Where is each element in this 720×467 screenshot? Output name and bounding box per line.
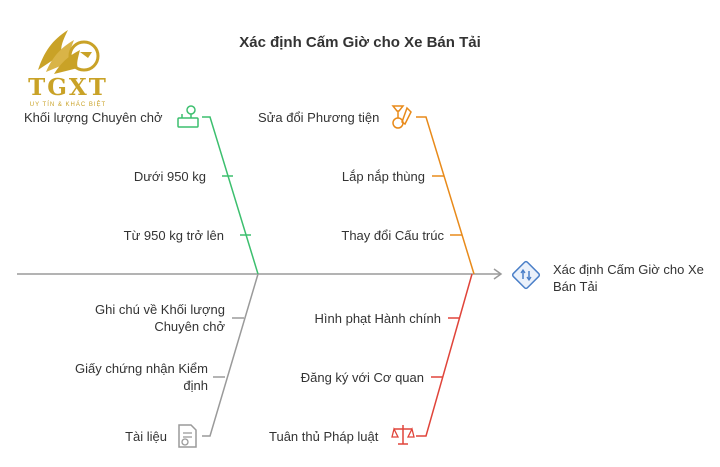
diagram-title: Xác định Cấm Giờ cho Xe Bán Tải	[239, 34, 481, 51]
logo-tagline: UY TÍN & KHÁC BIỆT	[29, 102, 107, 108]
road-sign-icon	[511, 260, 541, 290]
branch-line-volume	[202, 116, 259, 275]
brand-logo: TGXT UY TÍN & KHÁC BIỆT	[18, 22, 118, 112]
item-volume-1: Dưới 950 kg	[133, 169, 206, 184]
category-label-law: Tuân thủ Pháp luật	[269, 429, 379, 444]
branch-line-modification	[416, 116, 475, 275]
effect-label: Xác định Cấm Giờ cho Xe Bán Tải	[553, 262, 704, 294]
justice-scale-icon	[391, 425, 415, 445]
item-modification-1: Lắp nắp thùng	[341, 169, 425, 184]
document-icon	[178, 424, 197, 448]
category-label-volume: Khối lượng Chuyên chở	[24, 110, 163, 125]
category-label-documents: Tài liệu	[125, 429, 167, 444]
spine-arrowhead	[493, 268, 503, 280]
item-documents-2: Giấy chứng nhận Kiểm định	[75, 361, 208, 393]
tools-icon	[391, 105, 412, 129]
item-documents-1: Ghi chú về Khối lượng Chuyên chở	[95, 302, 225, 334]
branch-line-documents	[202, 273, 259, 437]
item-modification-2: Thay đổi Cấu trúc	[341, 228, 444, 243]
eagle-emblem-icon	[38, 30, 100, 74]
branch-line-law	[416, 273, 473, 437]
item-law-1: Hình phạt Hành chính	[314, 311, 441, 326]
scale-weight-icon	[177, 105, 199, 128]
item-volume-2: Từ 950 kg trở lên	[123, 228, 224, 243]
item-law-2: Đăng ký với Cơ quan	[300, 370, 424, 385]
logo-name: TGXT	[28, 74, 108, 101]
category-label-modification: Sửa đổi Phương tiện	[258, 110, 380, 125]
